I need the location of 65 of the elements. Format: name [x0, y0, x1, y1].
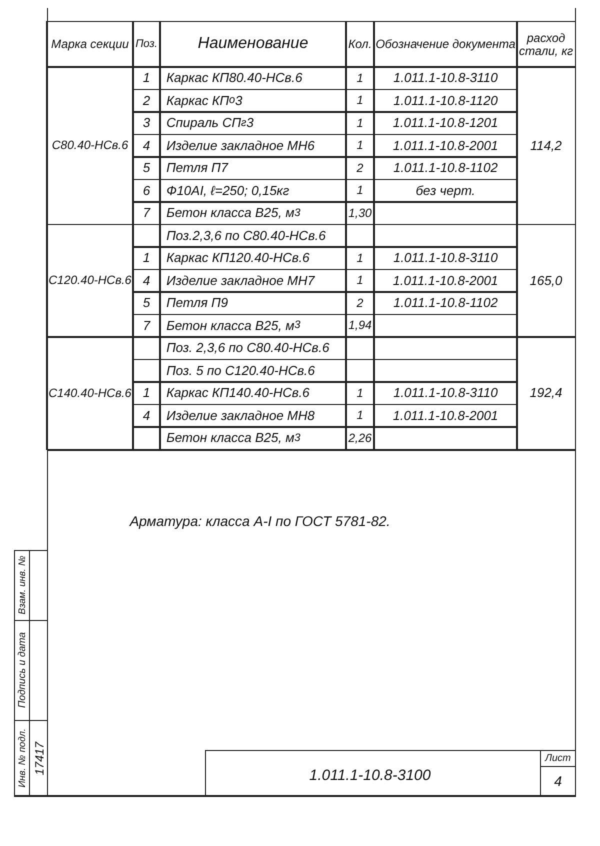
inventory-number: 17417 — [30, 740, 46, 777]
quantity: 1 — [345, 66, 375, 90]
position-number: 2 — [132, 88, 161, 113]
item-name: Каркас КП80.40-НСв.6 — [159, 66, 347, 90]
document-number: 1.011.1-10.8-2001 — [373, 268, 518, 293]
position-number: 7 — [132, 201, 161, 226]
document-number: 1.011.1-10.8-3110 — [373, 381, 518, 406]
position-number: 7 — [132, 314, 161, 338]
document-number: 1.011.1-10.8-3110 — [373, 66, 518, 90]
position-number: 4 — [132, 404, 161, 428]
quantity: 1 — [345, 246, 375, 270]
position-number: 5 — [132, 291, 161, 316]
item-name: Изделие закладное МН7 — [159, 268, 347, 293]
item-name: Петля П7 — [159, 156, 347, 180]
quantity: 1,30 — [345, 201, 375, 226]
position-number: 1 — [132, 381, 161, 406]
document-number: 1.011.1-10.8-1201 — [373, 111, 518, 136]
quantity: 1 — [345, 268, 375, 293]
sheet-label: Лист — [544, 752, 572, 766]
position-number: 4 — [132, 134, 161, 158]
stamp-label: Взам. инв. № — [16, 554, 28, 616]
document-number: 1.011.1-10.8-3110 — [373, 246, 518, 270]
quantity: 2 — [345, 291, 375, 316]
quantity: 1 — [345, 404, 375, 428]
position-number: 3 — [132, 111, 161, 136]
item-name: Изделие закладное МН6 — [159, 134, 347, 158]
position-number: 1 — [132, 246, 161, 270]
section-mark: С140.40-НСв.6 — [46, 336, 134, 450]
document-number: без черт. — [373, 178, 518, 203]
column-header: Наименование — [159, 21, 347, 68]
item-name: Поз. 5 по С120.40-НСв.6 — [159, 358, 347, 383]
item-name: Ф10АI, ℓ=250; 0,15кг — [159, 178, 347, 203]
sheet-number: 4 — [553, 772, 563, 791]
item-name: Поз. 2,3,6 по С80.40-НСв.6 — [159, 336, 347, 360]
quantity: 1 — [345, 178, 375, 203]
column-header: Марка секции — [46, 21, 134, 68]
quantity: 2,26 — [345, 426, 375, 450]
quantity: 2 — [345, 156, 375, 180]
quantity: 1 — [345, 111, 375, 136]
note-text: Арматура: класса А-I по ГОСТ 5781-82. — [128, 512, 392, 531]
column-header: Обозначение документа — [373, 21, 518, 68]
item-name: Каркас КП140.40-НСв.6 — [159, 381, 347, 406]
column-header: Поз. — [132, 21, 161, 68]
item-name: Поз.2,3,6 по С80.40-НСв.6 — [159, 224, 347, 248]
document-number: 1.011.1-10.8-2001 — [373, 134, 518, 158]
quantity: 1,94 — [345, 314, 375, 338]
document-number: 1.011.1-10.8-1120 — [373, 88, 518, 113]
quantity: 1 — [345, 381, 375, 406]
item-name: Изделие закладное МН8 — [159, 404, 347, 428]
position-number: 1 — [132, 66, 161, 90]
item-name: Каркас КП120.40-НСв.6 — [159, 246, 347, 270]
quantity: 1 — [345, 88, 375, 113]
position-number: 4 — [132, 268, 161, 293]
stamp-label: Инв. № подл. — [16, 728, 28, 790]
document-number: 1.011.1-10.8-1102 — [373, 156, 518, 180]
document-number: 1.011.1-10.8-2001 — [373, 404, 518, 428]
item-name: Петля П9 — [159, 291, 347, 316]
document-code: 1.011.1-10.8-3100 — [308, 766, 432, 786]
column-header: Кол. — [345, 21, 375, 68]
document-number: 1.011.1-10.8-1102 — [373, 291, 518, 316]
quantity: 1 — [345, 134, 375, 158]
section-mark: С120.40-НСв.6 — [46, 224, 134, 338]
position-number: 5 — [132, 156, 161, 180]
position-number: 6 — [132, 178, 161, 203]
stamp-label: Подпись и дата — [16, 631, 28, 710]
